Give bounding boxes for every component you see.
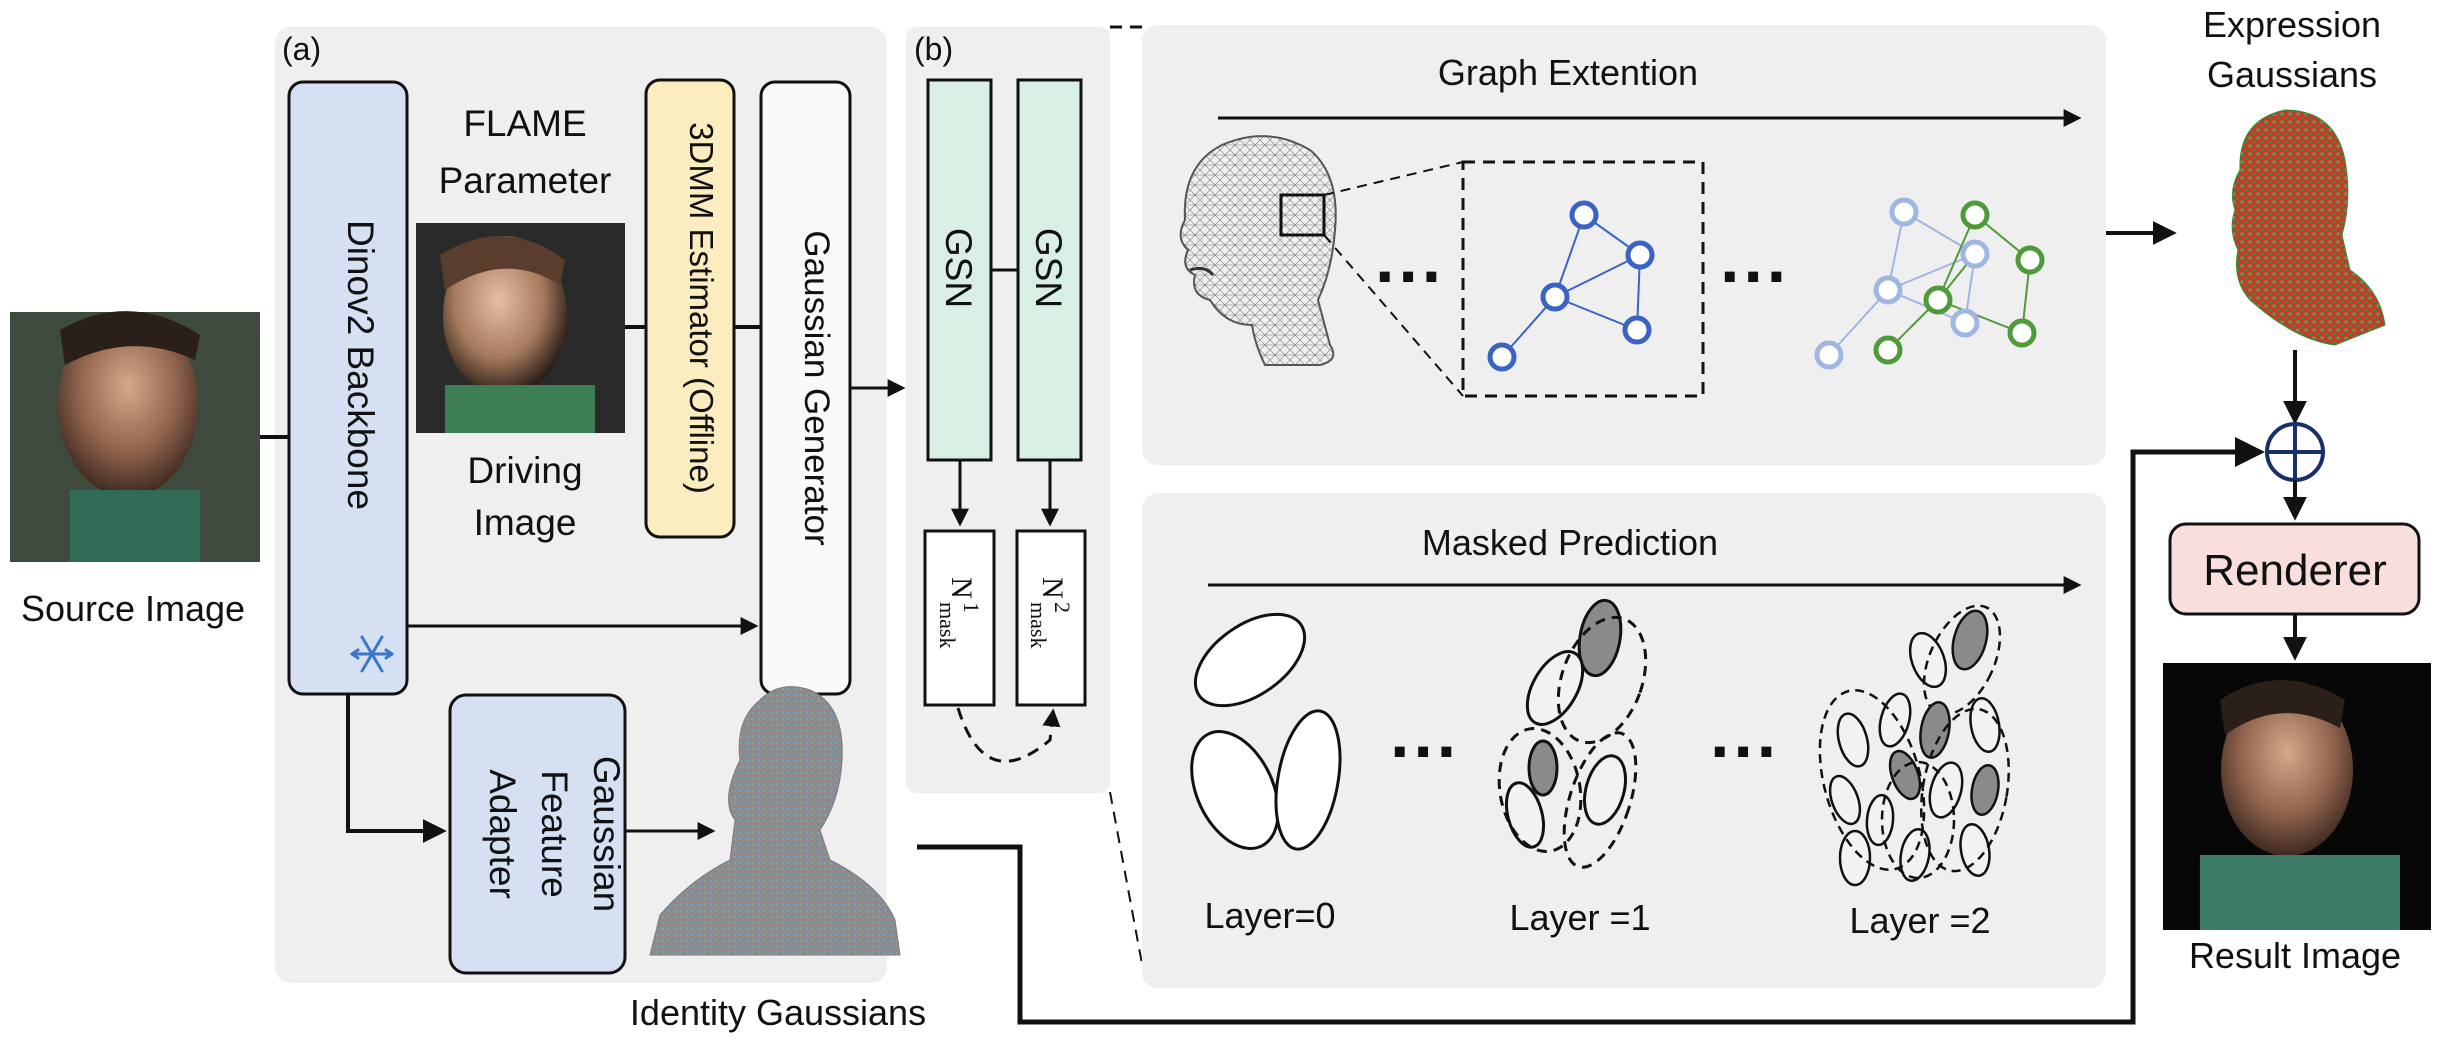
mask-label-1: N 1 mask (935, 577, 984, 648)
mask-box-2 (1015, 529, 1087, 707)
driving-image (416, 223, 625, 433)
flame-label-line1: FLAME (463, 103, 586, 144)
expression-gaussians-cloud (2231, 109, 2386, 346)
svg-text:mask: mask (1026, 602, 1051, 648)
adapter-label-line2: Feature (534, 770, 575, 898)
layer1-ellipses (1497, 598, 1648, 869)
adapter-label-line1: Gaussian (586, 756, 627, 912)
mask-box-1 (923, 529, 996, 707)
graph-zoom-box (1461, 160, 1705, 398)
adapter-label-line3: Adapter (482, 769, 523, 899)
zoom-line-bottom (1109, 791, 1146, 981)
mesh-zoom-box (1279, 193, 1326, 237)
adapter-box (448, 693, 627, 975)
graph-extended-nodes-green (1873, 200, 2045, 365)
mask-feedback-dashed-arrow (956, 707, 1061, 763)
svg-text:2: 2 (1050, 602, 1075, 613)
graph-extension-title: Graph Extention (1438, 52, 1698, 93)
identity-gaussians-label: Identity Gaussians (630, 992, 926, 1033)
layer2-ellipses (1818, 604, 2010, 887)
expression-gaussians-label-line1: Expression (2203, 4, 2381, 45)
identity-gaussians-cloud (649, 686, 901, 956)
expression-gaussians-label-line2: Gaussians (2207, 54, 2377, 95)
identity-to-sum-arrow (917, 437, 2265, 1025)
svg-text:N: N (945, 577, 978, 599)
panel-a-label: (a) (282, 31, 321, 67)
masked-prediction-title: Masked Prediction (1422, 522, 1718, 563)
driving-label-line2: Image (474, 502, 577, 543)
mask-label-2: N 2 mask (1026, 577, 1075, 648)
estimator-label: 3DMM Estimator (Offline) (683, 122, 720, 494)
layer2-label: Layer =2 (1849, 900, 1990, 941)
source-image (10, 311, 260, 562)
gsn-box-2 (1016, 78, 1083, 462)
mesh-head (1179, 135, 1337, 366)
renderer-label: Renderer (2203, 546, 2386, 595)
mesh-zoom-line-top (1323, 161, 1464, 196)
graph-ellipsis-right: ··· (1720, 237, 1790, 315)
result-image-label: Result Image (2189, 935, 2401, 976)
layer1-label: Layer =1 (1509, 897, 1650, 938)
svg-text:N: N (1036, 577, 1069, 599)
generator-label: Gaussian Generator (797, 230, 836, 546)
estimator-box (644, 78, 736, 539)
layer0-ellipses (1190, 612, 1342, 851)
panel-b-label: (b) (914, 31, 953, 67)
graph-extended-nodes-blue (1814, 197, 1990, 370)
mesh-zoom-line-bottom (1323, 234, 1464, 397)
graph-extension-panel (1142, 25, 2106, 465)
graph-small-nodes (1487, 200, 1655, 372)
masked-ellipsis-left: ··· (1390, 712, 1460, 790)
snowflake-icon (350, 635, 394, 673)
driving-label-line1: Driving (467, 450, 582, 491)
svg-text:1: 1 (959, 602, 984, 613)
backbone-label: Dinov2 Backbone (340, 220, 381, 510)
backbone-to-adapter-arrow (346, 694, 447, 843)
svg-text:mask: mask (935, 602, 960, 648)
gsn-label-1: GSN (938, 228, 979, 308)
flame-label-line2: Parameter (439, 160, 612, 201)
layer0-label: Layer=0 (1204, 895, 1335, 936)
masked-ellipsis-right: ··· (1710, 712, 1780, 790)
source-image-label: Source Image (21, 588, 245, 629)
sum-operator (2265, 422, 2325, 482)
graph-ellipsis-left: ··· (1375, 237, 1445, 315)
result-image (2163, 663, 2431, 930)
gsn-label-2: GSN (1028, 228, 1069, 308)
